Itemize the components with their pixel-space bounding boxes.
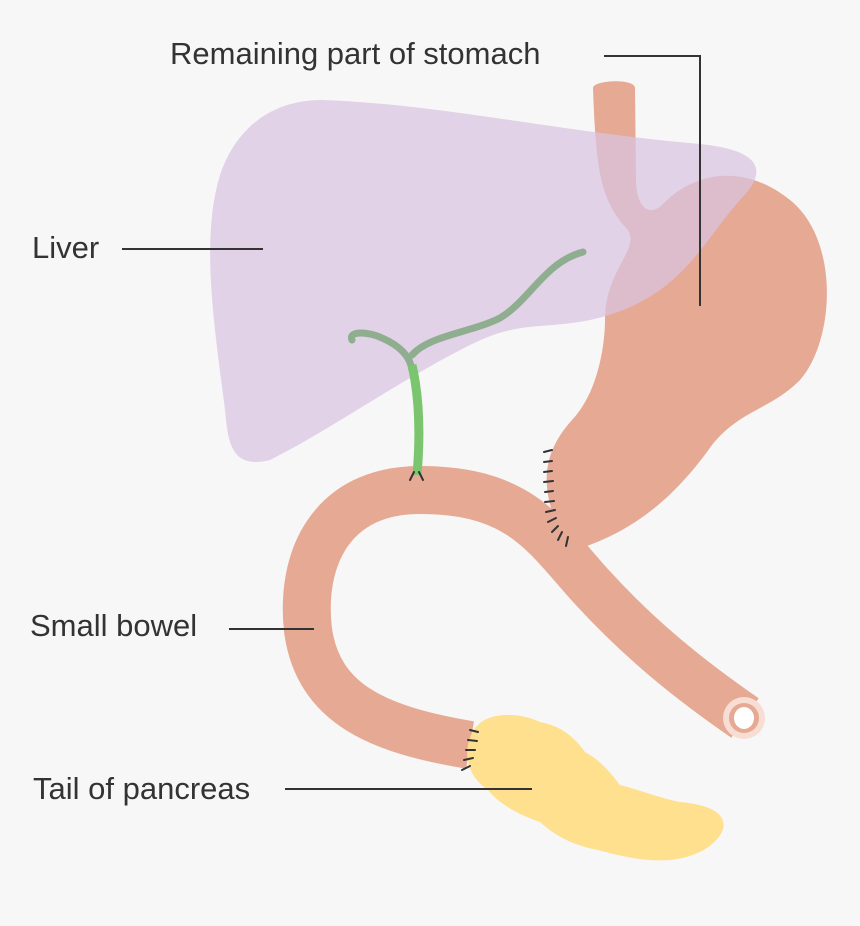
bowel-open-end: [723, 697, 765, 739]
pancreas-bowel-anastomosis-sutures: [461, 729, 479, 771]
bile-duct-right: [408, 248, 587, 359]
stomach-leader-line: [604, 55, 701, 306]
liver: [210, 100, 757, 462]
liver-label: Liver: [32, 230, 100, 265]
stomach-bowel-anastomosis-sutures: [543, 449, 569, 547]
pancreas-label: Tail of pancreas: [33, 771, 251, 806]
pancreas-tail: [467, 714, 724, 861]
common-bile-duct: [407, 363, 424, 476]
small-bowel-label: Small bowel: [30, 608, 198, 643]
bile-duct-anastomosis-sutures: [409, 471, 424, 481]
bile-duct-left: [348, 329, 416, 374]
small-bowel: [282, 465, 759, 769]
stomach-label: Remaining part of stomach: [170, 36, 541, 71]
